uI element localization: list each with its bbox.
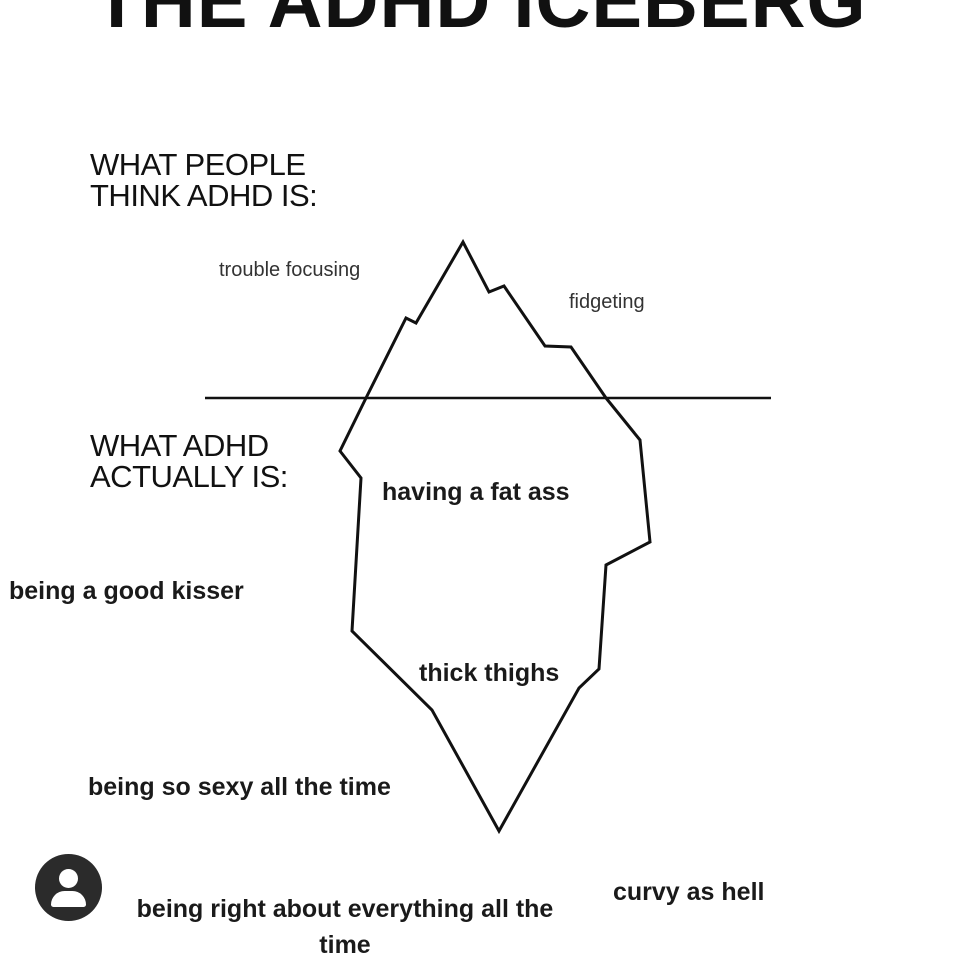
avatar-shoulders-shape (51, 891, 86, 907)
avatar-head-shape (59, 869, 78, 888)
item-trouble-focusing: trouble focusing (219, 259, 361, 281)
item-fidgeting: fidgeting (569, 291, 645, 313)
page-title: THE ADHD ICEBERG (93, 0, 867, 44)
iceberg-submerged-outline (338, 397, 652, 835)
below-water-label-line2: ACTUALLY IS: (90, 459, 288, 494)
above-water-label: WHAT PEOPLE THINK ADHD IS: (90, 147, 318, 213)
item-being-so-sexy: being so sexy all the time (88, 773, 391, 801)
above-water-label-line1: WHAT PEOPLE (90, 147, 306, 182)
item-having-a-fat-ass: having a fat ass (382, 478, 570, 506)
item-thick-thighs: thick thighs (419, 659, 560, 687)
iceberg-tip-outline (364, 238, 608, 399)
item-being-right-about-everything: being right about everything all the tim… (136, 895, 554, 959)
above-water-label-line2: THINK ADHD IS: (90, 178, 318, 213)
below-water-label-line1: WHAT ADHD (90, 428, 269, 463)
item-being-a-good-kisser: being a good kisser (9, 577, 244, 605)
user-avatar-icon[interactable] (35, 854, 102, 921)
below-water-label: WHAT ADHD ACTUALLY IS: (90, 430, 288, 492)
item-curvy-as-hell: curvy as hell (613, 878, 765, 906)
